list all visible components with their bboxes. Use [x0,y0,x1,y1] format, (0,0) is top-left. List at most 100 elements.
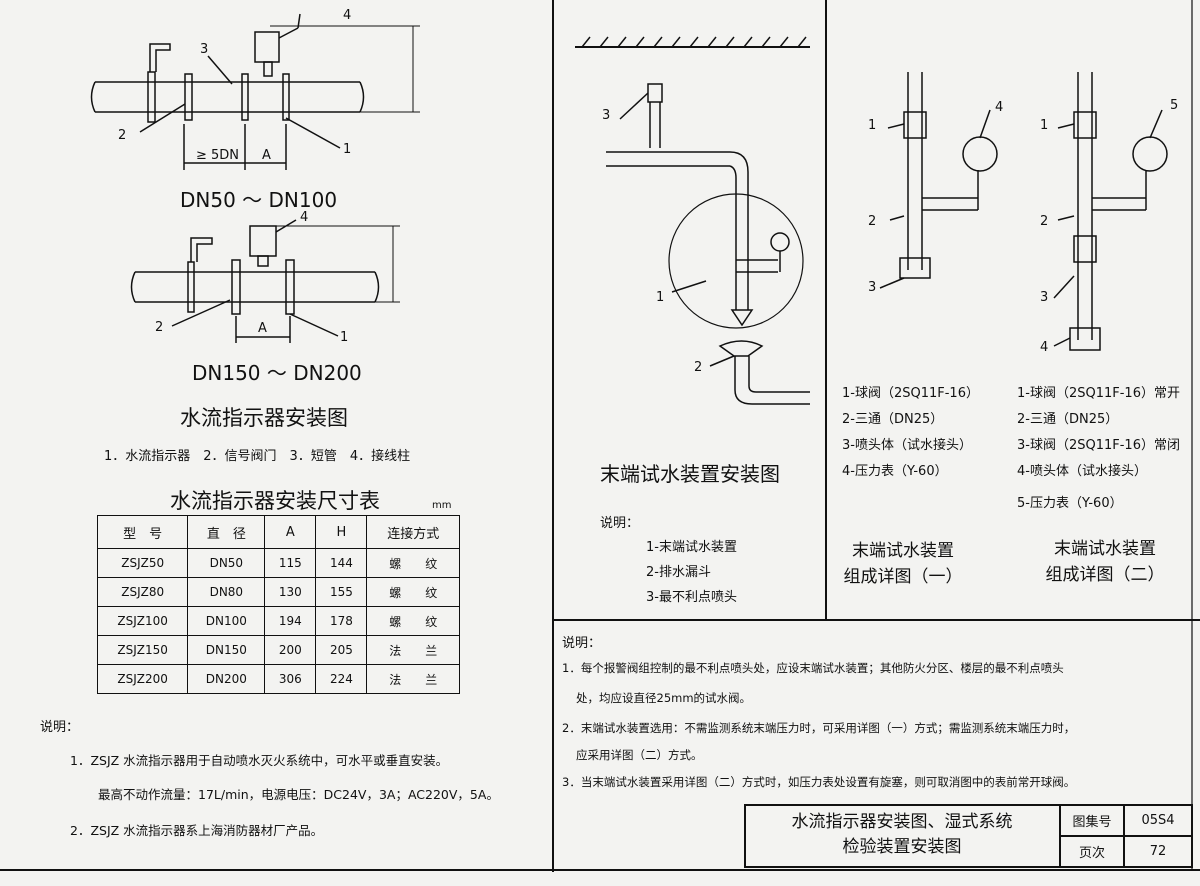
th-connection: 连接方式 [366,515,460,549]
table-row: ZSJZ150 DN150 200 205 法 兰 [96,635,460,665]
cell: DN150 [187,635,266,665]
cell: 螺 纹 [366,548,460,578]
cell: 194 [264,606,317,636]
figure-detail-1 [879,72,998,289]
callout-4a: 4 [343,8,352,23]
cell: 224 [315,664,368,694]
figure-dn50-dn100 [90,13,420,170]
dimension-table: 型 号 直 径 A H 连接方式 ZSJZ50 DN50 115 144 螺 纹… [96,515,460,694]
cell: DN200 [187,664,266,694]
cell: 200 [264,635,317,665]
cell: 306 [264,664,317,694]
dim-a-bottom: A [258,321,267,336]
bottom-note-2a: 2．末端试水装置选用：不需监测系统末端压力时，可采用详图（一）方式；需监测系统末… [562,721,1076,735]
cell: 155 [315,577,368,607]
d1-callout-1: 1 [868,118,877,133]
dimension-table-title: 水流指示器安装尺寸表 [170,489,380,513]
d1-callout-4: 4 [995,100,1004,115]
cell: DN100 [187,606,266,636]
table-row: ZSJZ50 DN50 115 144 螺 纹 [96,548,460,578]
drawing-title: 水流指示器安装图、湿式系统 检验装置安装图 [748,810,1056,860]
d2-callout-3: 3 [1040,290,1049,305]
bottom-note-2b: 应采用详图（二）方式。 [576,748,703,762]
table-row: ZSJZ200 DN200 306 224 法 兰 [96,664,460,694]
cell: 115 [264,548,317,578]
drawing-title-line1: 水流指示器安装图、湿式系统 [791,812,1013,832]
cell: 130 [264,577,317,607]
cell: ZSJZ50 [96,548,189,578]
title-block-lines [744,804,1193,868]
callout-2a: 2 [118,128,127,143]
d2-item-1: 1-球阀（2SQ11F-16）常开 [1017,386,1180,401]
d1-callout-2: 2 [868,214,877,229]
mid-callout-3: 3 [602,108,611,123]
callout-1a: 1 [343,142,352,157]
d1-item-2: 2-三通（DN25） [842,412,944,427]
cell: ZSJZ100 [96,606,189,636]
left-note-1: 1．ZSJZ 水流指示器用于自动喷水灭火系统中，可水平或垂直安装。 [70,753,449,768]
atlas-value: 05S4 [1141,813,1175,828]
d1-item-4: 4-压力表（Y-60） [842,464,948,479]
atlas-label: 图集号 [1072,815,1112,830]
detail1-title-line2: 组成详图（一） [843,567,963,587]
table-row: ZSJZ100 DN100 194 178 螺 纹 [96,606,460,636]
bottom-note-1b: 处，均应设直径25mm的试水阀。 [576,691,752,705]
callout-4b: 4 [300,210,309,225]
d2-item-5: 5-压力表（Y-60） [1017,496,1123,511]
table-header-row: 型 号 直 径 A H 连接方式 [96,515,460,549]
th-a: A [264,515,317,549]
dim-5dn: ≥ 5DN [196,148,240,163]
detail2-title-line2: 组成详图（二） [1045,565,1165,585]
th-h: H [315,515,368,549]
d2-item-4: 4-喷头体（试水接头） [1017,464,1147,479]
d1-item-3: 3-喷头体（试水接头） [842,438,972,453]
d1-callout-3: 3 [868,280,877,295]
d2-callout-5: 5 [1170,98,1179,113]
figure-detail-2 [1053,72,1168,351]
callout-2b: 2 [155,320,164,335]
th-model: 型 号 [96,515,189,549]
dim-a-top: A [262,148,271,163]
page-value: 72 [1149,844,1167,859]
flow-indicator-legend: 1．水流指示器 2．信号阀门 3．短管 4．接线柱 [104,449,411,464]
cell: 144 [315,548,368,578]
flow-indicator-title: 水流指示器安装图 [180,406,348,430]
detail1-title-line1: 末端试水装置 [852,541,954,561]
mid-notes-label: 说明： [600,516,640,531]
bottom-note-1a: 1．每个报警阀组控制的最不利点喷头处，应设末端试水装置；其他防火分区、楼层的最不… [562,661,1064,675]
size-label-dn50: DN50 ～ DN100 [180,188,338,212]
cell: DN50 [187,548,266,578]
page-label: 页次 [1078,846,1105,861]
cell: DN80 [187,577,266,607]
figure-end-test-device [575,36,810,405]
cell: ZSJZ200 [96,664,189,694]
cell: 法 兰 [366,635,460,665]
cell: 螺 纹 [366,577,460,607]
table-unit: mm [432,500,452,511]
figure-dn150-dn200 [130,219,400,343]
cell: 205 [315,635,368,665]
table-row: ZSJZ80 DN80 130 155 螺 纹 [96,577,460,607]
drawing-title-line2: 检验装置安装图 [842,837,962,857]
cell: 法 兰 [366,664,460,694]
th-diameter: 直 径 [187,515,266,549]
d2-callout-2: 2 [1040,214,1049,229]
mid-callout-1: 1 [656,290,665,305]
left-note-2: 2．ZSJZ 水流指示器系上海消防器材厂产品。 [70,823,324,838]
cell: 178 [315,606,368,636]
cell: 螺 纹 [366,606,460,636]
bottom-note-3: 3．当末端试水装置采用详图（二）方式时，如压力表处设置有旋塞，则可取消图中的表前… [562,775,1076,789]
d2-item-2: 2-三通（DN25） [1017,412,1119,427]
left-notes-label: 说明： [40,720,80,735]
d2-callout-4: 4 [1040,340,1049,355]
mid-callout-2: 2 [694,360,703,375]
bottom-notes-label: 说明： [562,636,602,651]
callout-3a: 3 [200,42,209,57]
size-label-dn150: DN150 ～ DN200 [192,361,362,385]
d2-item-3: 3-球阀（2SQ11F-16）常闭 [1017,438,1180,453]
detail1-title: 末端试水装置 组成详图（一） [838,538,968,590]
d1-item-1: 1-球阀（2SQ11F-16） [842,386,979,401]
d2-callout-1: 1 [1040,118,1049,133]
